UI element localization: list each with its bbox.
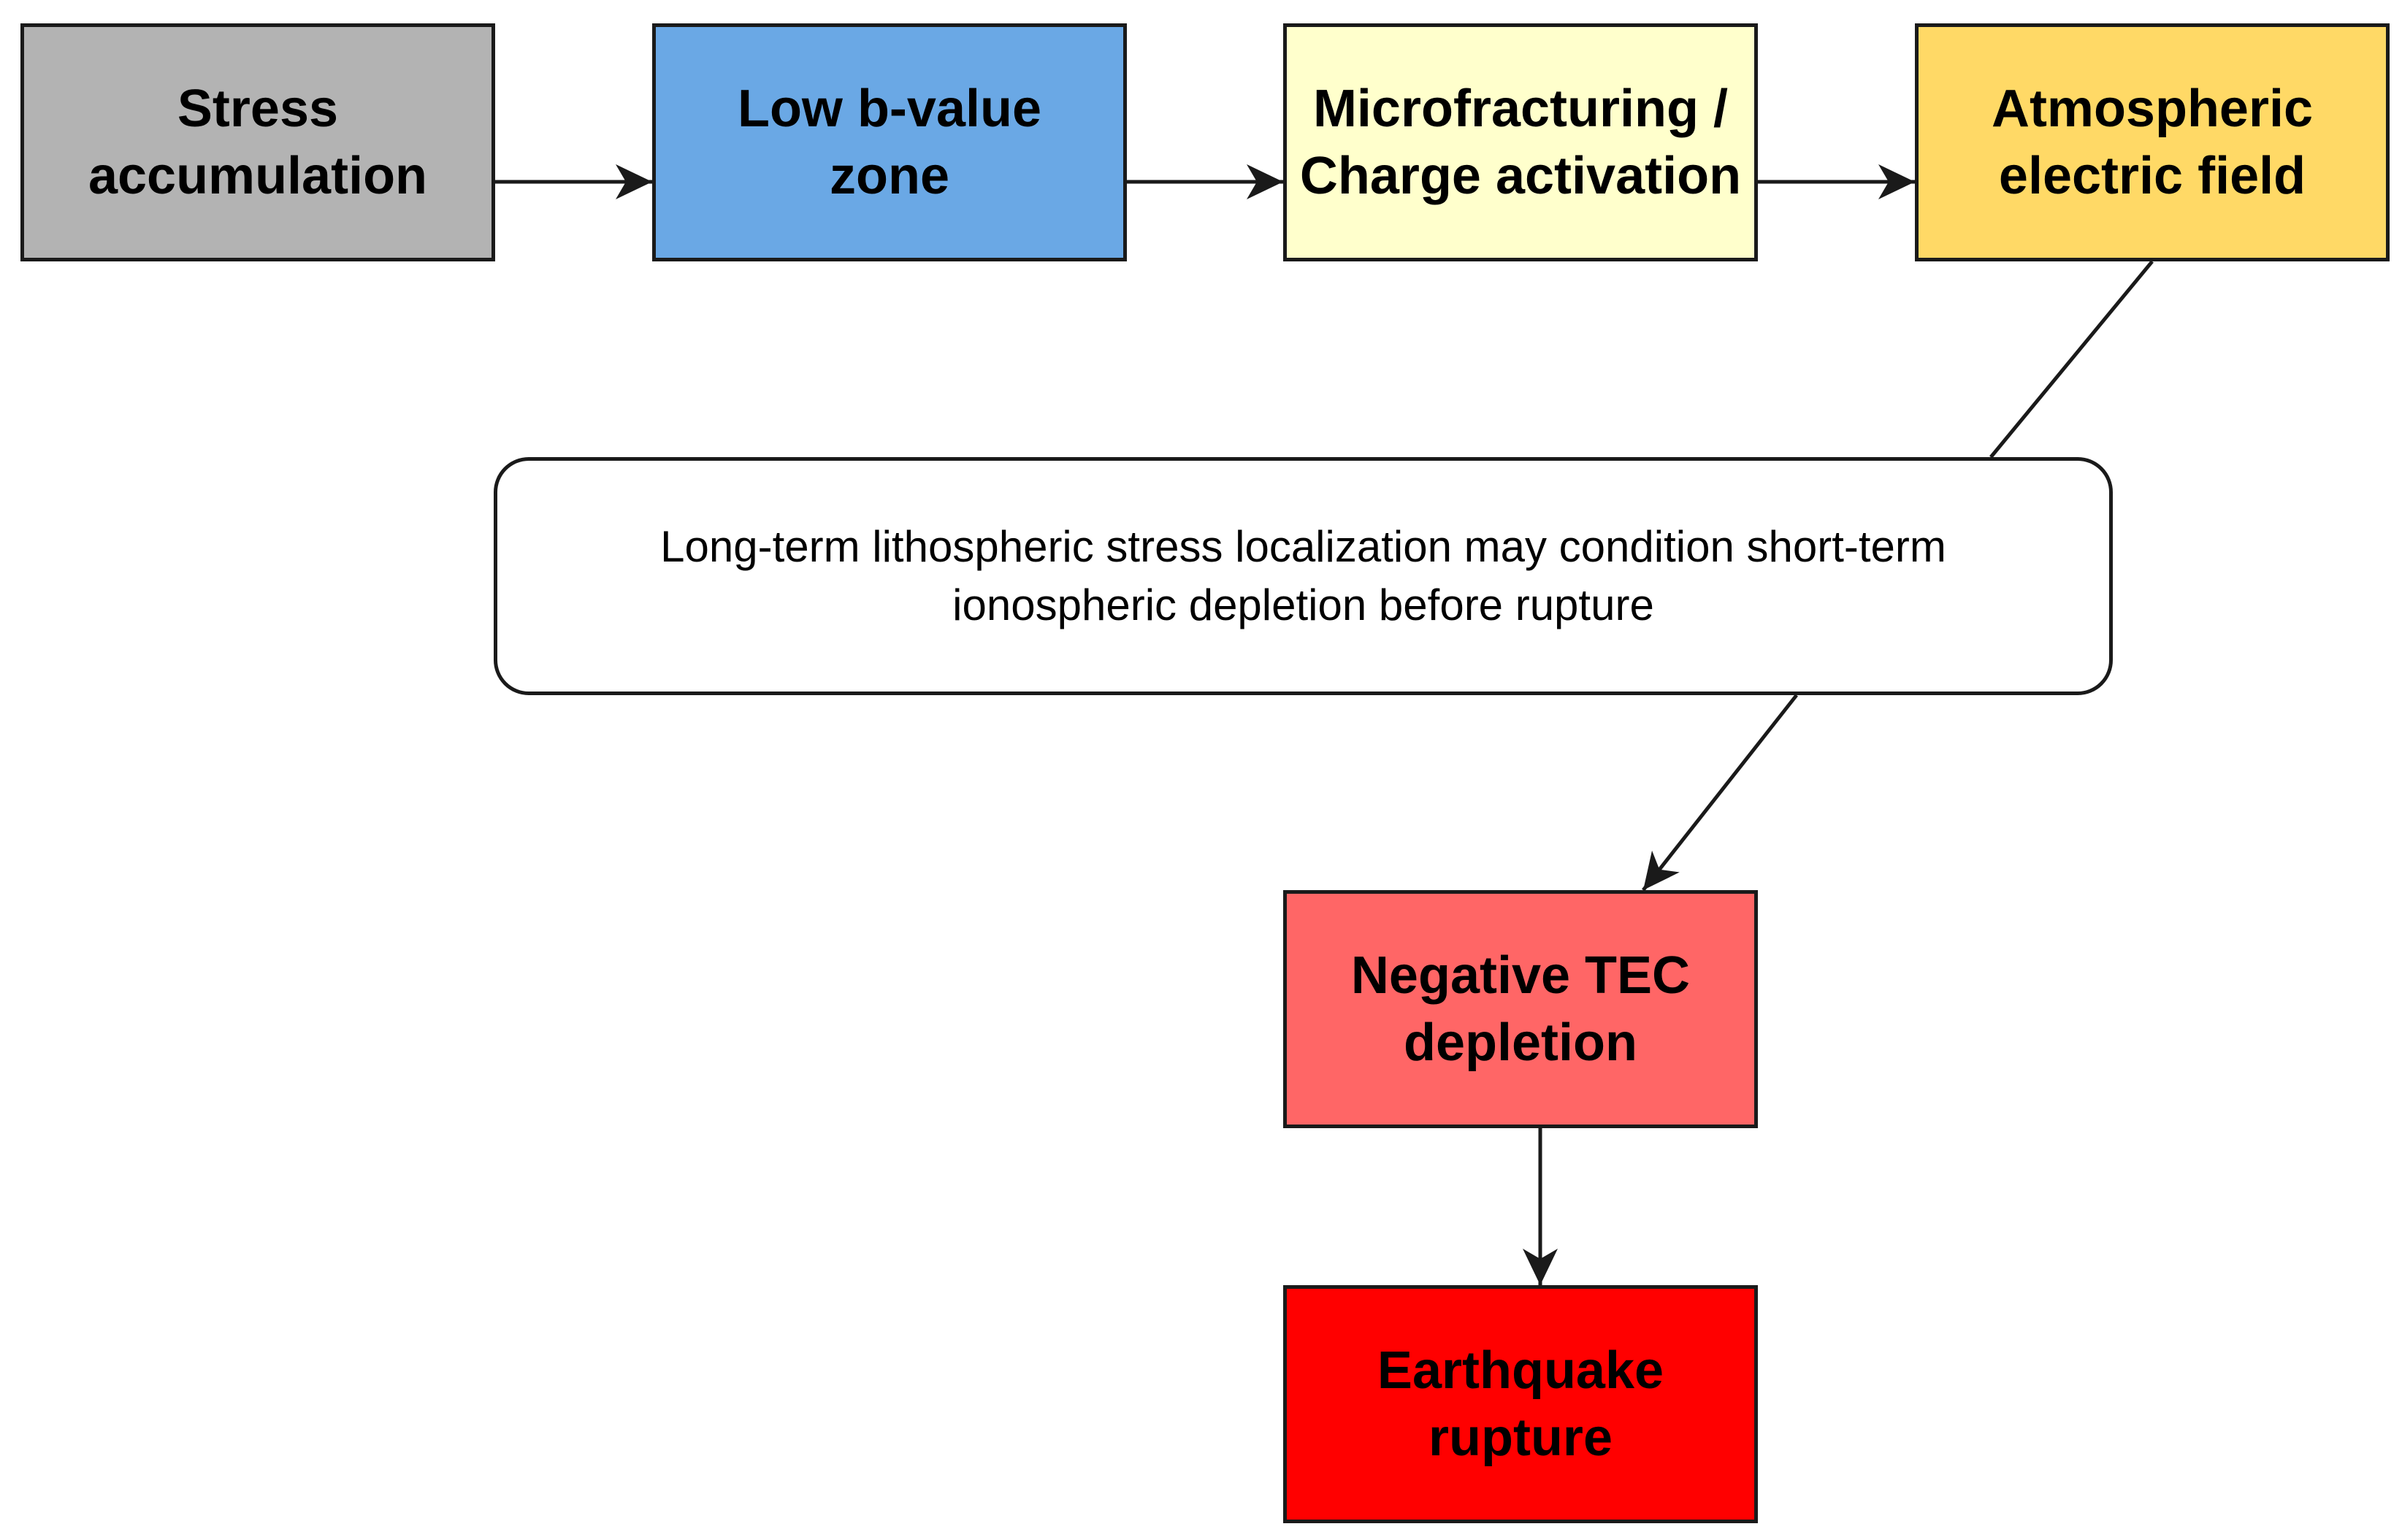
node-atmospheric-electric-field: Atmospheric electric field — [1915, 23, 2390, 261]
node-label: Earthquake rupture — [1377, 1341, 1664, 1467]
edge-note-to-tec — [1642, 694, 1798, 892]
edge-atmos-to-note — [1989, 260, 2154, 459]
note-label: Long-term lithospheric stress localizati… — [660, 522, 1946, 629]
node-label: Microfracturing / Charge activation — [1299, 80, 1742, 205]
node-low-b-value-zone: Low b-value zone — [652, 23, 1127, 261]
note-box: Long-term lithospheric stress localizati… — [494, 457, 2113, 695]
node-label: Negative TEC depletion — [1350, 946, 1691, 1072]
node-label: Low b-value zone — [737, 80, 1042, 205]
arrowhead-stress-to-lowb — [616, 164, 652, 199]
edge-layer — [495, 164, 2154, 1285]
node-microfracturing-charge-activation: Microfracturing / Charge activation — [1283, 23, 1758, 261]
node-earthquake-rupture: Earthquake rupture — [1283, 1285, 1758, 1523]
node-negative-tec-depletion: Negative TEC depletion — [1283, 890, 1758, 1128]
arrowhead-note-to-tec — [1643, 850, 1680, 890]
arrowhead-tec-to-quake — [1523, 1249, 1558, 1285]
node-label: Atmospheric electric field — [1991, 80, 2314, 205]
arrowhead-micro-to-atmos — [1878, 164, 1915, 199]
node-label: Stress accumulation — [88, 80, 428, 205]
node-stress-accumulation: Stress accumulation — [20, 23, 495, 261]
arrowhead-lowb-to-micro — [1247, 164, 1283, 199]
